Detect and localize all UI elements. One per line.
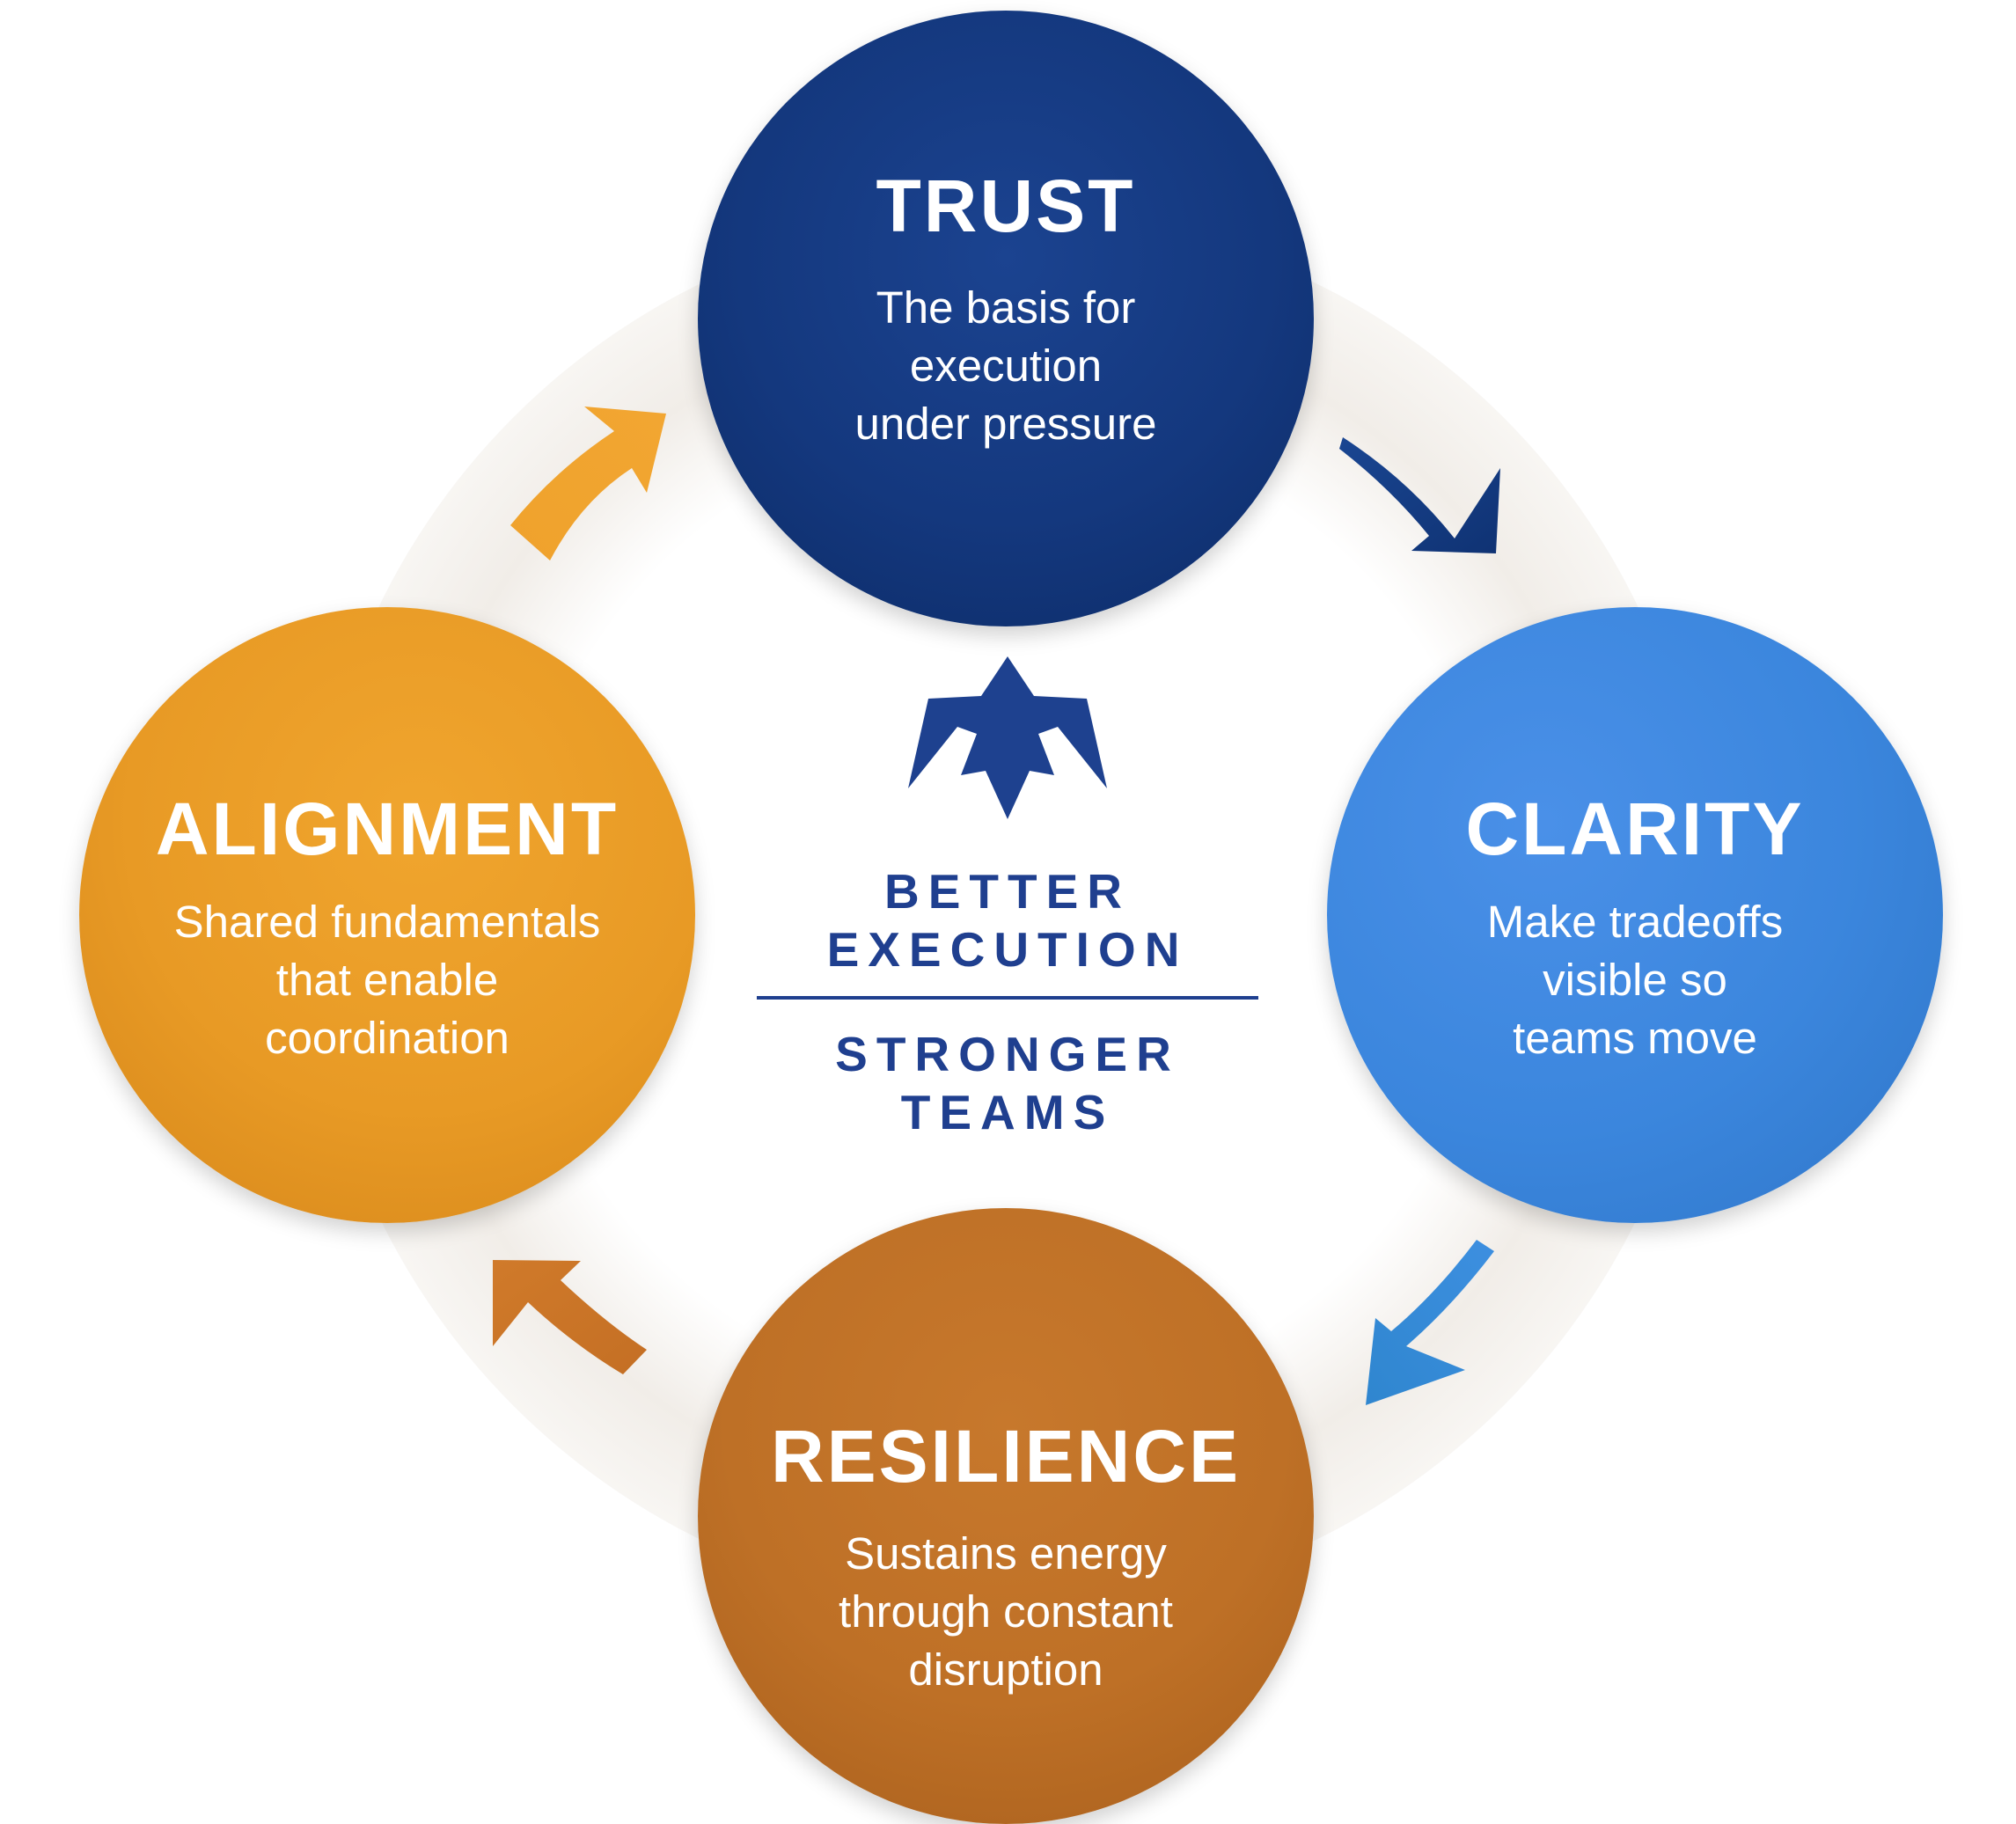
resilience-description: Sustains energy through constant disrupt… xyxy=(698,1525,1314,1699)
alignment-desc-line: coordination xyxy=(265,1013,509,1063)
resilience-desc-line: disruption xyxy=(908,1645,1103,1695)
arrow-resilience-to-alignment-icon xyxy=(493,1260,647,1374)
resilience-desc-line: through constant xyxy=(839,1586,1173,1637)
center-top-line: BETTER xyxy=(884,864,1131,919)
center-top-text: BETTER EXECUTION xyxy=(739,862,1276,978)
trust-title: TRUST xyxy=(876,165,1136,247)
alignment-description: Shared fundamentals that enable coordina… xyxy=(79,893,695,1067)
clarity-description: Make tradeoffs visible so teams move xyxy=(1327,893,1943,1067)
arrow-alignment-to-trust-icon xyxy=(510,407,666,560)
trust-desc-line: under pressure xyxy=(854,399,1157,449)
inner-ring-edge xyxy=(529,432,1488,1391)
alignment-desc-line: that enable xyxy=(275,955,499,1005)
center-hub: BETTER EXECUTION STRONGER TEAMS xyxy=(739,651,1276,1161)
clarity-desc-line: visible so xyxy=(1543,955,1727,1005)
alignment-desc-line: Shared fundamentals xyxy=(173,897,601,947)
trust-description: The basis for execution under pressure xyxy=(698,279,1314,453)
trust-node: TRUST The basis for execution under pres… xyxy=(698,11,1314,626)
alignment-node: ALIGNMENT Shared fundamentals that enabl… xyxy=(79,607,695,1223)
resilience-desc-line: Sustains energy xyxy=(845,1528,1167,1579)
alignment-title: ALIGNMENT xyxy=(155,787,619,870)
trust-desc-line: The basis for xyxy=(876,282,1136,333)
clarity-title: CLARITY xyxy=(1465,787,1805,870)
center-top-line: EXECUTION xyxy=(826,922,1189,977)
center-divider xyxy=(757,996,1258,1000)
clarity-desc-line: Make tradeoffs xyxy=(1486,897,1784,947)
clarity-desc-line: teams move xyxy=(1513,1013,1757,1063)
center-bottom-text: STRONGER TEAMS xyxy=(739,1025,1276,1141)
center-bottom-line: STRONGER xyxy=(835,1027,1180,1081)
resilience-title: RESILIENCE xyxy=(770,1415,1242,1498)
arrow-clarity-to-resilience-icon xyxy=(1366,1240,1494,1405)
arrow-trust-to-clarity-icon xyxy=(1339,437,1500,553)
clarity-node: CLARITY Make tradeoffs visible so teams … xyxy=(1327,607,1943,1223)
resilience-node: RESILIENCE Sustains energy through const… xyxy=(698,1208,1314,1824)
trust-desc-line: execution xyxy=(909,341,1103,391)
bird-logo-icon xyxy=(908,656,1107,819)
center-bottom-line: TEAMS xyxy=(900,1085,1115,1139)
